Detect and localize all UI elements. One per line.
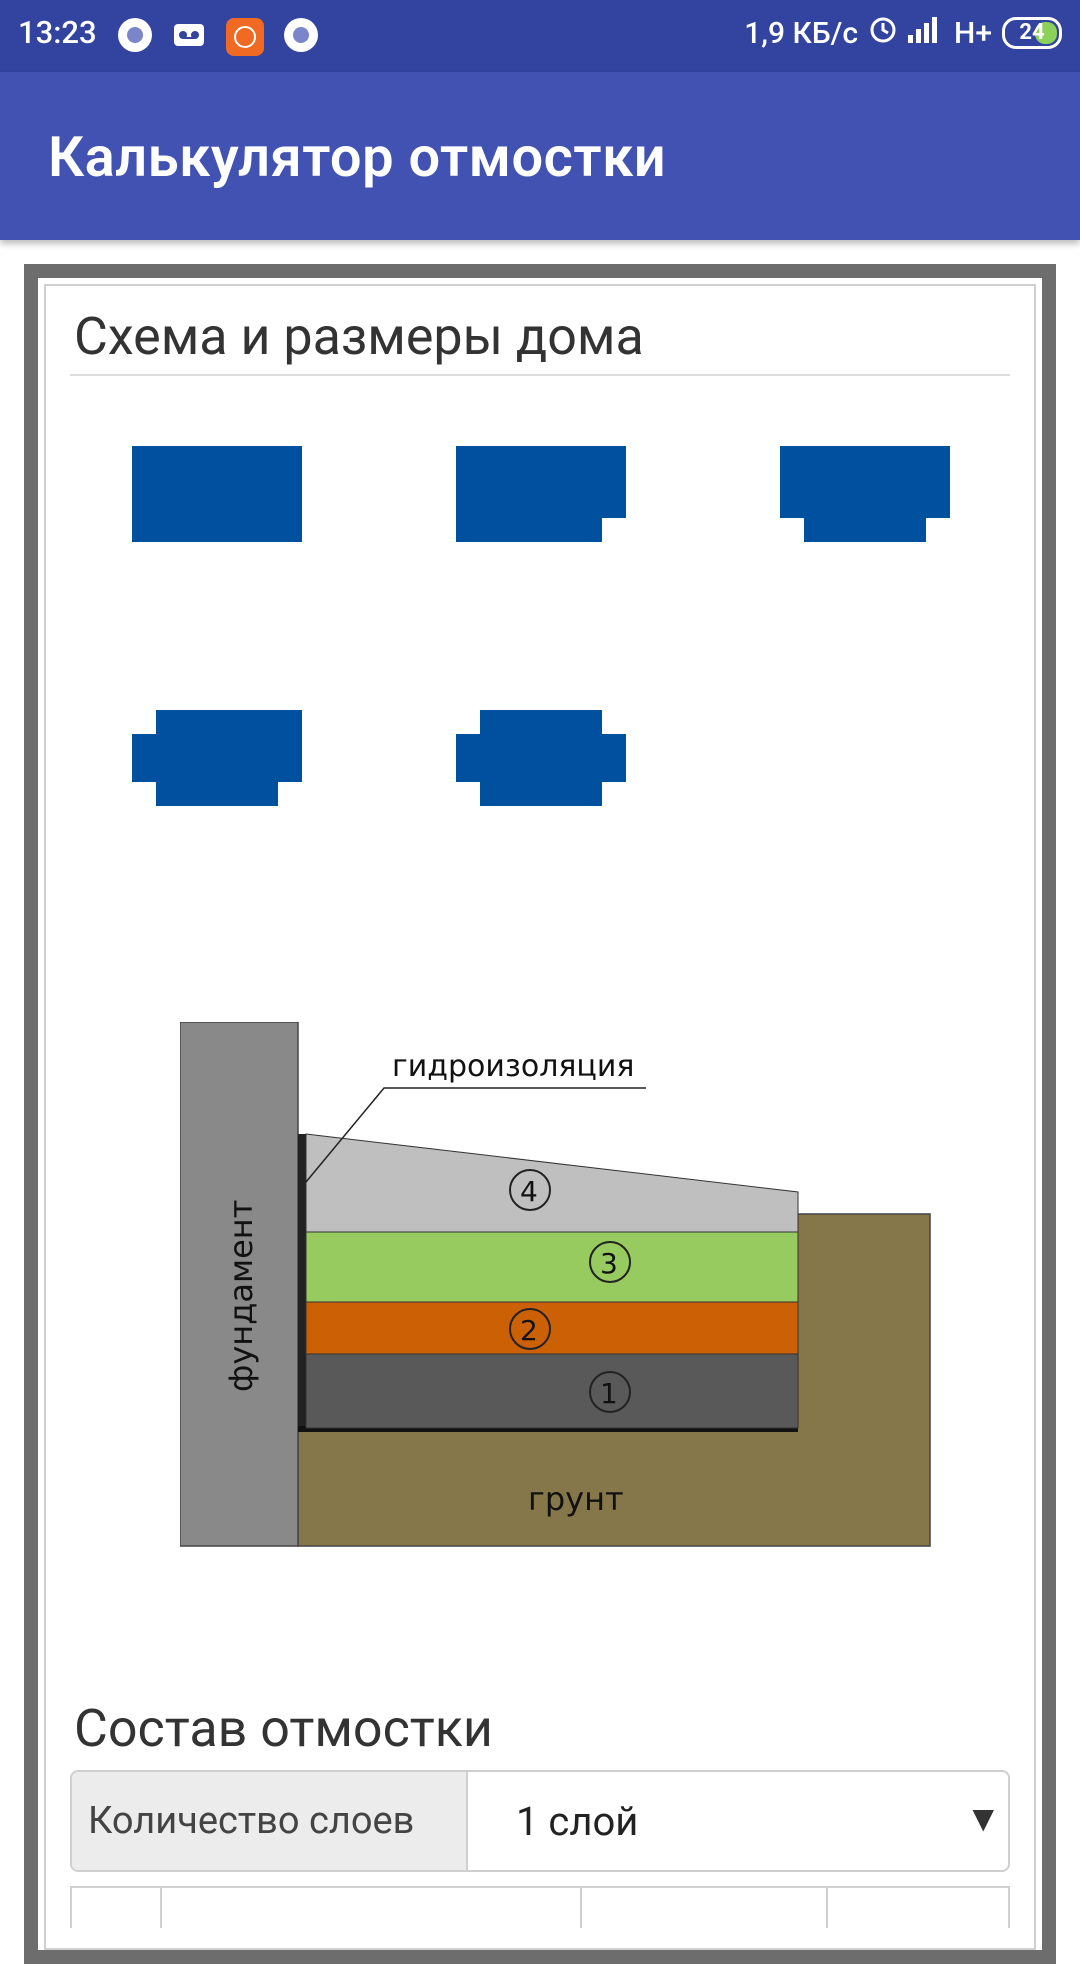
dropdown-arrow-icon: ▼ [972, 1802, 994, 1835]
layers-count-selected: 1 слой [516, 1797, 639, 1845]
house-shape-t-shape[interactable] [780, 446, 952, 546]
status-right: 1,9 КБ/с H+ 24 [744, 14, 1062, 52]
label-waterproofing: гидроизоляция [392, 1049, 634, 1084]
house-shape-cross[interactable] [456, 710, 628, 810]
signal-icon [908, 15, 944, 51]
layers-table [70, 1886, 1010, 1928]
status-bar: 13:23 1,9 КБ/с H+ 24 [0, 0, 1080, 72]
mi-app-icon [226, 18, 264, 56]
layer-1 [305, 1353, 799, 1429]
label-foundation: фундамент [222, 1200, 260, 1392]
layers-count-value[interactable]: 1 слой ▼ [468, 1772, 1008, 1870]
leader-line [305, 1087, 646, 1183]
net-speed: 1,9 КБ/с [744, 15, 859, 51]
layer-4 [305, 1133, 799, 1233]
layer-1-number: 1 [600, 1377, 618, 1410]
content-panel: Схема и размеры дома [44, 284, 1036, 1950]
app-bar: Калькулятор отмостки [0, 72, 1080, 240]
layer-2 [305, 1301, 799, 1355]
notification-icon [118, 18, 152, 52]
alarm-icon [868, 14, 898, 52]
section-divider [70, 374, 1010, 376]
layer-4-number: 4 [520, 1175, 538, 1208]
layer-2-number: 2 [520, 1314, 538, 1347]
house-shape-notched-corner[interactable] [456, 446, 628, 546]
app-title: Калькулятор отмостки [48, 124, 667, 190]
waterproofing-bottom [298, 1426, 798, 1432]
notification-icon-2 [284, 18, 318, 52]
layer-3 [305, 1231, 799, 1303]
waterproofing-strip [298, 1134, 306, 1430]
composition-section-title: Состав отмостки [74, 1698, 493, 1759]
layers-count-select[interactable]: Количество слоев 1 слой ▼ [70, 1770, 1010, 1872]
layer-3-number: 3 [600, 1247, 618, 1280]
status-time: 13:23 [18, 14, 97, 51]
cross-section-diagram: гидроизоляция фундамент грунт 4 3 2 1 [179, 1021, 940, 1556]
scheme-section-title: Схема и размеры дома [74, 306, 644, 367]
content-frame: Схема и размеры дома [24, 264, 1056, 1964]
network-type: H+ [954, 15, 992, 51]
house-shape-side-notch[interactable] [132, 710, 304, 810]
voicemail-icon [172, 18, 206, 52]
house-shape-rectangle[interactable] [132, 446, 304, 546]
battery-icon: 24 [1002, 17, 1062, 49]
layers-count-label: Количество слоев [72, 1772, 468, 1870]
label-soil: грунт [528, 1480, 624, 1518]
